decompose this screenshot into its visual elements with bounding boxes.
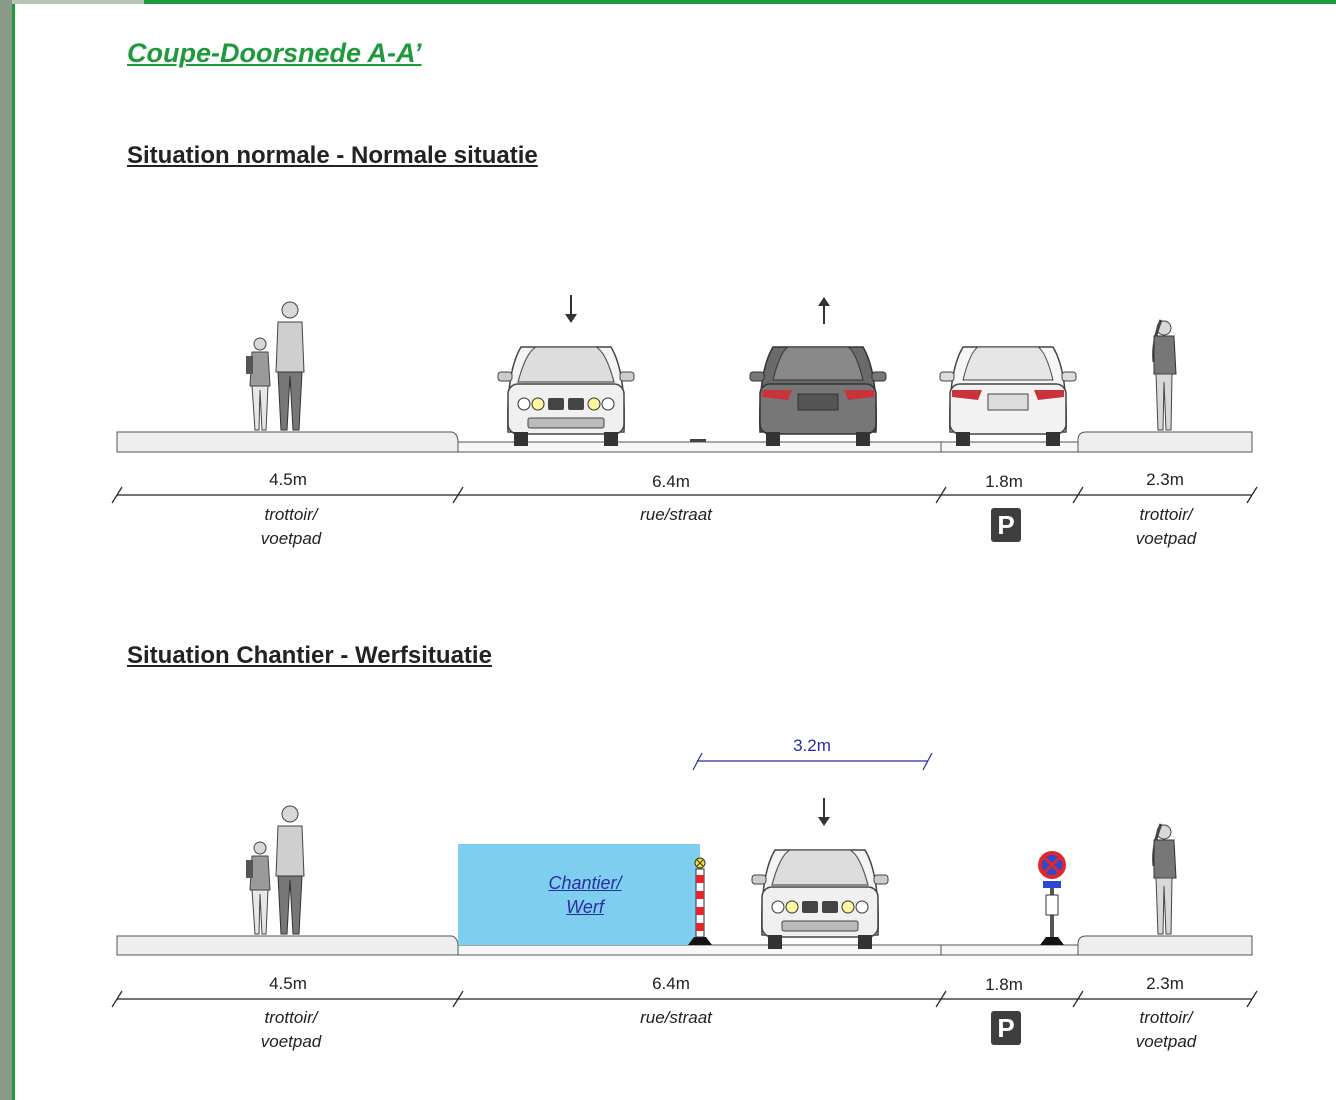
label-trottoir-left: trottoir/ voetpad — [221, 1006, 361, 1054]
parking-sign-icon: P — [991, 508, 1021, 542]
car-front-icon — [497, 346, 635, 447]
werf-label: Chantier/ Werf — [525, 871, 645, 919]
no-parking-sign-icon — [1038, 851, 1066, 947]
label-line: voetpad — [260, 1032, 322, 1051]
dim-street: 6.4m — [652, 472, 690, 491]
arrow-up-icon — [818, 297, 830, 324]
dimension-line-normal — [111, 486, 1258, 504]
dimension-line-chantier — [111, 990, 1258, 1008]
werf-label-line: Chantier/ — [548, 873, 622, 893]
label-line: trottoir/ — [1139, 1008, 1193, 1027]
section-normal-title: Situation normale - Normale situatie — [127, 142, 538, 169]
dim-trottoir-left: 4.5m — [269, 470, 307, 489]
car-rear-icon — [749, 346, 887, 447]
page-title: Coupe-Doorsnede A-A’ — [127, 38, 422, 68]
lane-dimension-line — [692, 752, 933, 771]
label-street: rue/straat — [640, 505, 712, 524]
arrow-down-icon — [565, 295, 577, 323]
pedestrian-adult-child-icon — [245, 805, 305, 935]
dim-parking: 1.8m — [985, 472, 1023, 491]
pedestrian-woman-icon — [1152, 822, 1178, 936]
pedestrian-woman-icon — [1152, 318, 1178, 432]
tab-corner — [12, 0, 144, 4]
label-line: voetpad — [1135, 1032, 1197, 1051]
label-trottoir-left: trottoir/ voetpad — [221, 503, 361, 551]
label-trottoir-right: trottoir/ voetpad — [1096, 1006, 1236, 1054]
section-chantier-title: Situation Chantier - Werfsituatie — [127, 642, 492, 669]
parking-sign-icon: P — [991, 1011, 1021, 1045]
label-line: trottoir/ — [264, 505, 318, 524]
arrow-down-icon — [818, 798, 830, 826]
dim-trottoir-right: 2.3m — [1146, 974, 1184, 993]
road-profile-normal — [116, 431, 1253, 453]
label-line: voetpad — [1135, 529, 1197, 548]
label-street: rue/straat — [640, 1008, 712, 1027]
label-trottoir-right: trottoir/ voetpad — [1096, 503, 1236, 551]
car-rear-icon — [939, 346, 1077, 447]
label-line: trottoir/ — [1139, 505, 1193, 524]
dim-street: 6.4m — [652, 974, 690, 993]
werf-label-line: Werf — [566, 897, 604, 917]
label-line: voetpad — [260, 529, 322, 548]
label-line: trottoir/ — [264, 1008, 318, 1027]
dim-parking: 1.8m — [985, 975, 1023, 994]
car-front-icon — [751, 849, 889, 950]
werf-zone — [458, 844, 700, 945]
dim-lane-width: 3.2m — [793, 736, 831, 755]
dim-trottoir-left: 4.5m — [269, 974, 307, 993]
road-profile-chantier — [116, 935, 1253, 956]
pedestrian-adult-child-icon — [245, 301, 305, 431]
dim-trottoir-right: 2.3m — [1146, 470, 1184, 489]
